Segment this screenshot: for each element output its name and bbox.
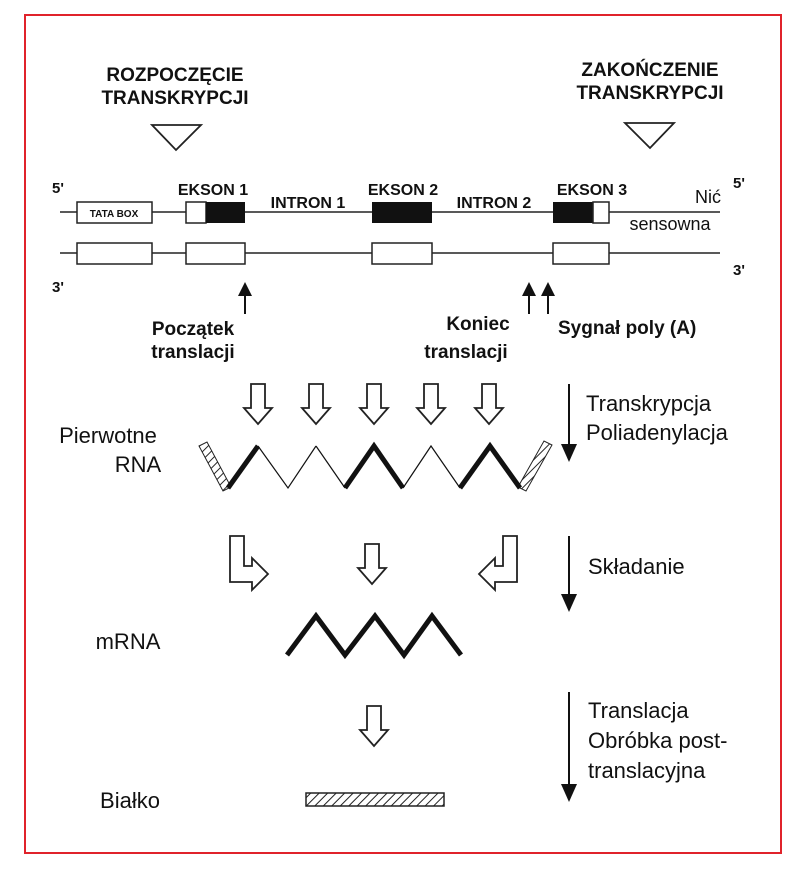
- splicing-process-arrow: [561, 536, 577, 612]
- translation-start-label-2: translacji: [151, 342, 234, 363]
- splicing-arrow-left: [229, 535, 270, 593]
- transcription-arrow-5: [474, 383, 504, 425]
- splicing-arrow-center: [357, 543, 387, 585]
- diagram-frame: [24, 14, 782, 854]
- primary-rna-label-1: Pierwotne: [59, 423, 157, 448]
- translation-start-label-1: Początek: [152, 319, 235, 340]
- exon2-label: EKSON 2: [368, 182, 438, 199]
- tata-box: [76, 201, 153, 224]
- exon1-bottom: [185, 242, 246, 265]
- transcription-start-marker: [149, 124, 204, 152]
- transcription-arrow-3: [359, 383, 389, 425]
- transcription-arrow-2: [301, 383, 331, 425]
- tata-box-bottom: [76, 242, 153, 265]
- poly-a-signal-arrow: [541, 282, 555, 314]
- translation-end-label-2: translacji: [424, 342, 507, 363]
- translation-arrow: [359, 705, 389, 747]
- five-prime-left: 5': [52, 180, 64, 197]
- protein-bar: [305, 792, 445, 807]
- exon2-top: [372, 202, 432, 223]
- sense-strand-label-2: sensowna: [629, 214, 711, 234]
- exon2-bottom: [371, 242, 433, 265]
- exon1-top-open: [185, 201, 207, 224]
- five-prime-right: 5': [733, 175, 745, 192]
- translation-end-label-1: Koniec: [446, 314, 510, 335]
- primary-rna-intron1: [257, 445, 317, 490]
- translation-label: Translacja: [588, 698, 689, 723]
- exon3-bottom: [552, 242, 610, 265]
- three-prime-right: 3': [733, 262, 745, 279]
- post-translation-label-1: Obróbka post-: [588, 728, 727, 753]
- splicing-label: Składanie: [588, 554, 685, 579]
- primary-rna-exon2: [342, 441, 406, 490]
- primary-rna-5-cap: [198, 441, 232, 492]
- transcription-arrow-1: [243, 383, 273, 425]
- primary-rna-exon1: [225, 444, 261, 490]
- tata-box-label: TATA BOX: [90, 209, 139, 220]
- transcription-end-label-1: ZAKOŃCZENIE: [581, 59, 718, 81]
- three-prime-left: 3': [52, 279, 64, 296]
- mrna-label: mRNA: [96, 629, 161, 654]
- transcription-start-label-1: ROZPOCZĘCIE: [106, 65, 243, 86]
- primary-rna-poly-a-tail: [517, 440, 553, 492]
- translation-end-arrow: [522, 282, 536, 314]
- protein-label: Białko: [100, 788, 160, 813]
- intron1-label: INTRON 1: [271, 195, 346, 212]
- primary-rna-exon3: [457, 441, 523, 490]
- primary-rna-intron2: [402, 444, 461, 489]
- transcription-process-arrow: [561, 384, 577, 462]
- translation-start-arrow: [238, 282, 252, 314]
- exon3-label: EKSON 3: [557, 182, 627, 199]
- intron2-label: INTRON 2: [457, 195, 532, 212]
- exon1-top-coding: [206, 202, 245, 223]
- transcription-end-label-2: TRANSKRYPCJI: [576, 83, 723, 104]
- transcription-end-marker: [622, 122, 677, 150]
- exon1-label: EKSON 1: [178, 182, 248, 199]
- primary-rna-intron1b: [315, 445, 346, 489]
- splicing-arrow-right: [477, 535, 518, 593]
- exon3-top-open: [592, 201, 610, 224]
- exon3-top-coding: [553, 202, 593, 223]
- sense-strand-label-1: Nić: [695, 187, 721, 207]
- post-translation-label-2: translacyjna: [588, 758, 706, 783]
- poly-a-signal-label: Sygnał poly (A): [558, 318, 696, 339]
- primary-rna-label-2: RNA: [115, 452, 162, 477]
- translation-process-arrow: [561, 692, 577, 802]
- polyadenylation-label: Poliadenylacja: [586, 420, 729, 445]
- transcription-arrow-4: [416, 383, 446, 425]
- transcription-start-label-2: TRANSKRYPCJI: [101, 88, 248, 109]
- transcription-label: Transkrypcja: [586, 391, 712, 416]
- mrna-strand: [284, 611, 464, 660]
